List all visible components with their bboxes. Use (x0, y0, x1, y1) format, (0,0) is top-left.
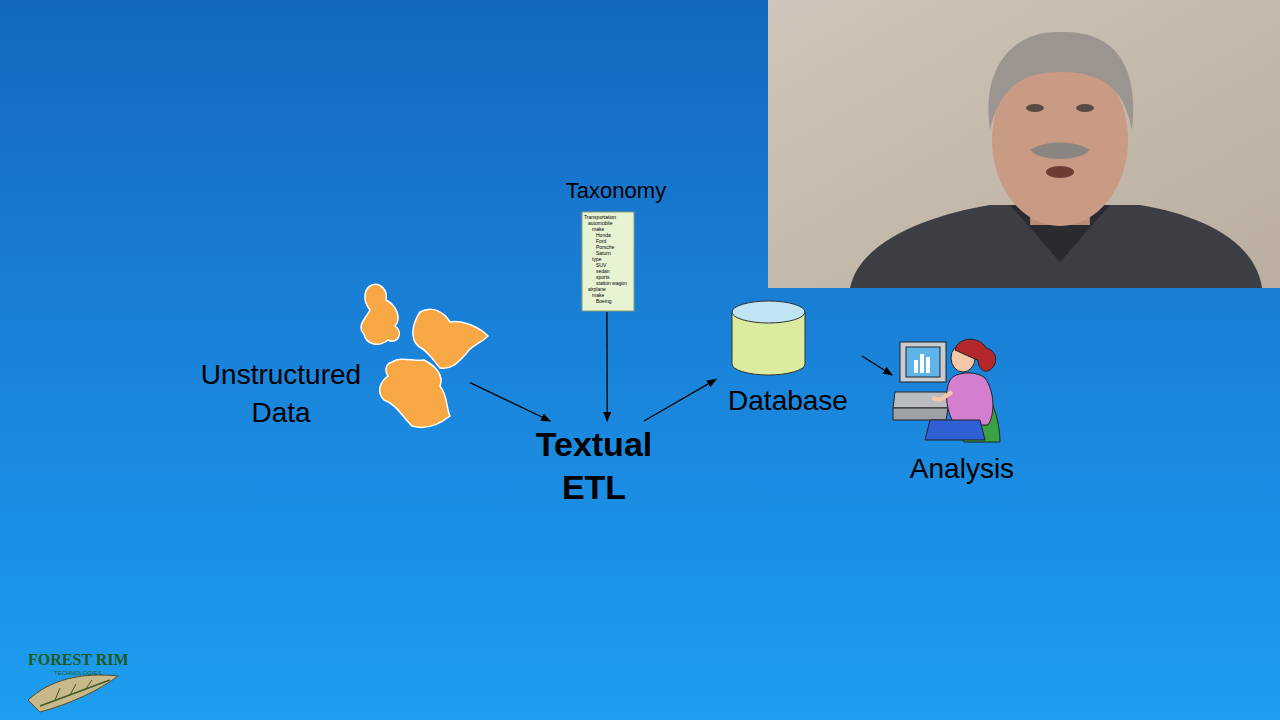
taxonomy-entry: Porsche (596, 244, 656, 250)
node-label: Analysis (892, 452, 1032, 486)
taxonomy-document (582, 212, 634, 311)
analyst-illustration (893, 339, 1000, 442)
node-label: Taxonomy (556, 178, 676, 204)
node-label: Unstructured Data (188, 356, 374, 432)
node-label: Textual ETL (527, 423, 661, 509)
flow-arrow (862, 356, 892, 375)
unstructured-blobs (361, 284, 488, 427)
textual-etl-node: Textual ETL (527, 421, 663, 513)
taxonomy-entry: airplane (588, 286, 648, 292)
database-node: Database (716, 298, 862, 420)
taxonomy-entry: type (592, 256, 652, 262)
taxonomy-entry: make (592, 226, 652, 232)
database-cylinder (732, 301, 805, 375)
taxonomy-entry: sedan (596, 268, 656, 274)
taxonomy-entry: station wagon (596, 280, 656, 286)
taxonomy-node: TaxonomyTransportationautomobilemakeHond… (556, 176, 678, 312)
taxonomy-entry: Ford (596, 238, 656, 244)
flow-arrow (644, 379, 716, 421)
analysis-node: Analysis (892, 335, 1034, 490)
taxonomy-entry: Honda (596, 232, 656, 238)
taxonomy-entry: Boeing (596, 298, 656, 304)
logo-name: FOREST RIM (28, 651, 129, 669)
unstructured-data-node: Unstructured Data (188, 283, 470, 434)
taxonomy-entry: make (592, 292, 652, 298)
taxonomy-entry: Transportation (584, 214, 644, 220)
node-label: Database (716, 384, 860, 418)
flow-arrow (470, 383, 550, 421)
presenter-video (768, 0, 1280, 288)
forest-rim-logo (28, 675, 118, 712)
taxonomy-entry: Saturn (596, 250, 656, 256)
taxonomy-entry: SUV (596, 262, 656, 268)
taxonomy-entry: sports (596, 274, 656, 280)
flow-arrow (606, 312, 608, 421)
logo-subtitle: TECHNOLOGIES (54, 669, 102, 677)
taxonomy-entry: automobile (588, 220, 648, 226)
